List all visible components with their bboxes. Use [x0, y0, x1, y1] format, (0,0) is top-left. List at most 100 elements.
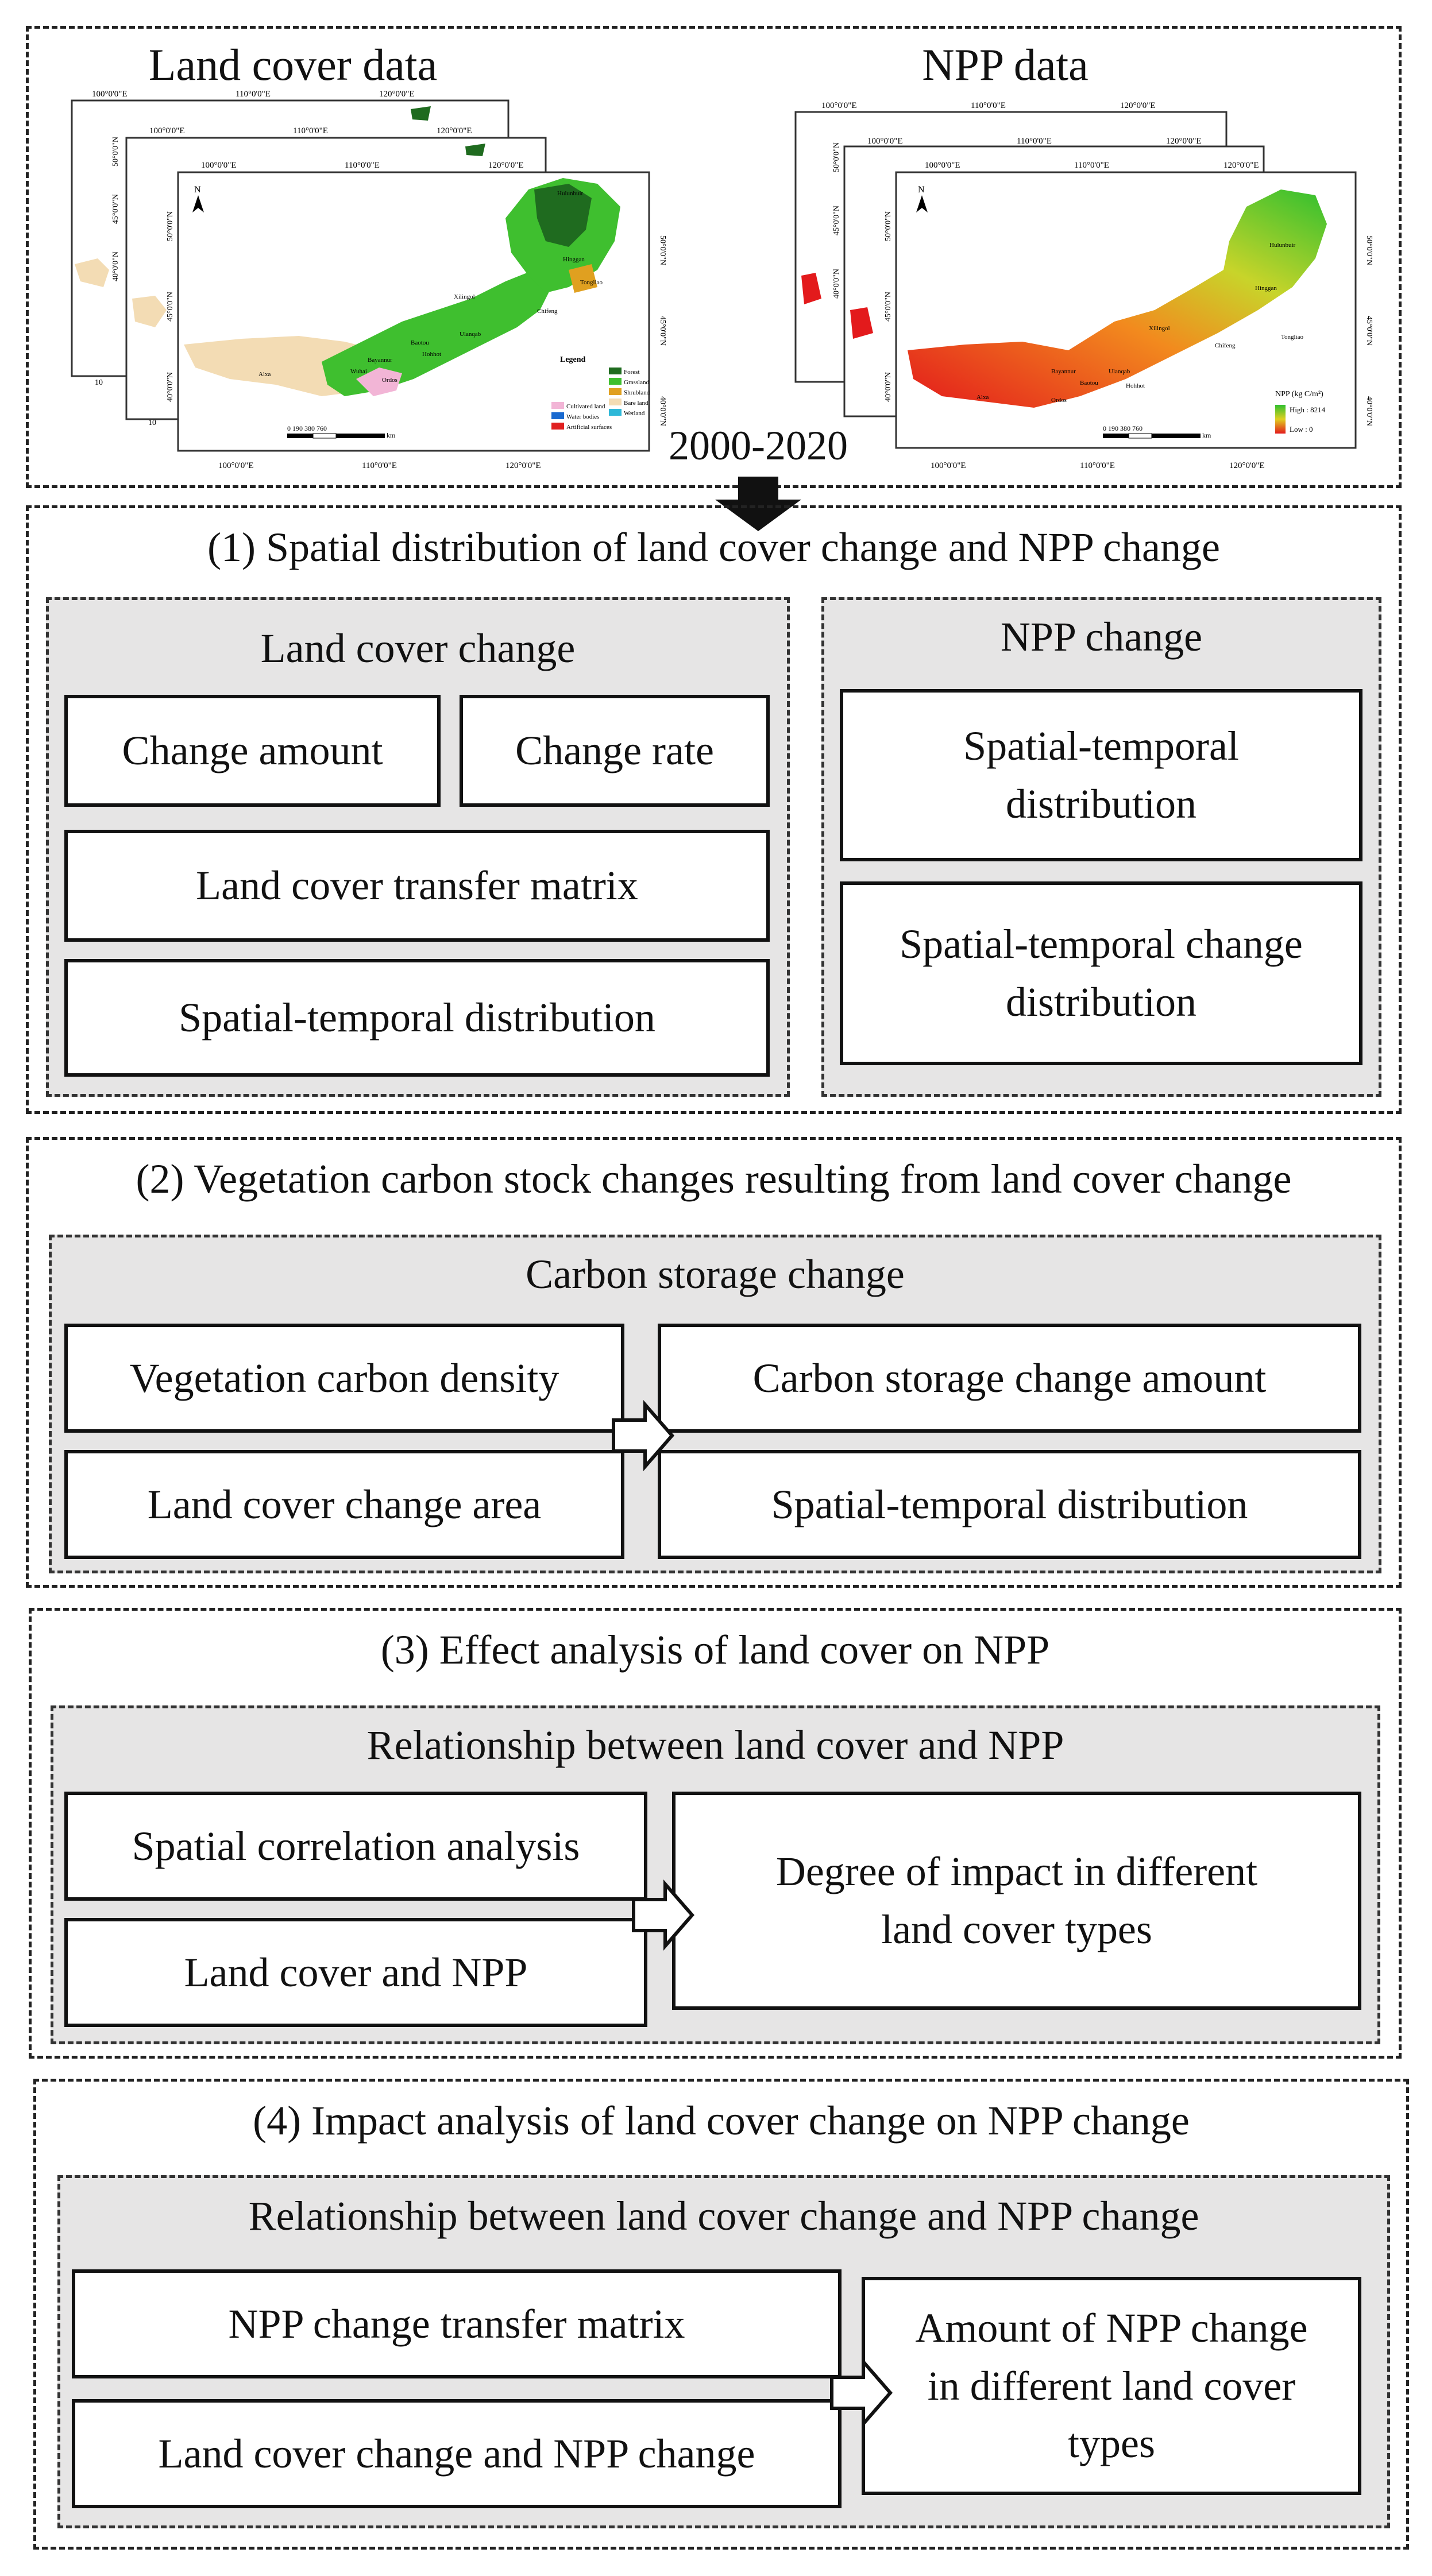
npp-spatial-temporal-change-distribution-box: Spatial-temporal change distribution [840, 881, 1362, 1065]
land-spatial-temporal-distribution-box: Spatial-temporal distribution [64, 959, 770, 1077]
lon-tick-label: 120°0'0"E [1120, 101, 1156, 110]
section4-title: (4) Impact analysis of land cover change… [253, 2098, 1190, 2144]
legend-swatch [609, 399, 622, 405]
lat-tick-label: 45°0'0"N [832, 206, 841, 235]
section3-title: (3) Effect analysis of land cover on NPP [380, 1627, 1050, 1673]
city-label: Hinggan [563, 256, 585, 263]
partial-text: 10 [95, 378, 103, 387]
lon-tick-label: 110°0'0"E [293, 126, 328, 136]
section1-title: (1) Spatial distribution of land cover c… [207, 524, 1220, 570]
lon-tick-label: 110°0'0"E [236, 90, 271, 99]
change-amount-box: Change amount [64, 695, 441, 807]
land-cover-forest [534, 184, 592, 247]
city-label: Xilingol [1149, 325, 1170, 332]
npp-change-transfer-matrix-box: NPP change transfer matrix [72, 2269, 842, 2378]
lat-tick-label: 40°0'0"N [884, 372, 893, 402]
down-arrow-icon [715, 477, 801, 531]
lat-tick-label: 45°0'0"N [1365, 316, 1373, 346]
degree-of-impact-box: Degree of impact in different land cover… [672, 1792, 1361, 2010]
legend-swatch [551, 402, 564, 409]
lat-tick-label: 40°0'0"N [658, 396, 667, 426]
carbon-storage-change-title: Carbon storage change [526, 1251, 905, 1297]
right-arrow-icon [632, 1879, 694, 1951]
scale-unit: km [1202, 431, 1211, 439]
scale-labels: 0 190 380 760 [287, 424, 327, 432]
npp-region [908, 189, 1327, 408]
city-label: Ordos [1051, 397, 1067, 404]
city-label: Ulanqab [1109, 368, 1130, 375]
lon-tick-label: 110°0'0"E [1074, 161, 1109, 170]
legend-label: Artificial surfaces [566, 424, 612, 431]
back-map-fragment [75, 258, 109, 287]
right-arrow-icon [612, 1399, 674, 1472]
legend-swatch [609, 378, 622, 385]
land-cover-shrub [569, 264, 597, 293]
city-label: Bayannur [1051, 368, 1076, 375]
right-arrow-icon [830, 2357, 893, 2429]
npp-map-stack: NPP (kg C/m²) High : 8214 Low : 0 100°0'… [794, 101, 1373, 470]
city-label: Xilingol [454, 293, 475, 300]
lat-tick-label: 45°0'0"N [658, 316, 667, 346]
npp-north-arrow: N [916, 185, 928, 212]
city-label: Hinggan [1255, 285, 1277, 292]
lon-tick-label: 110°0'0"E [971, 101, 1006, 110]
lon-tick-label: 100°0'0"E [201, 161, 237, 170]
lon-tick-label: 120°0'0"E [1166, 137, 1202, 146]
lon-tick-label: 100°0'0"E [149, 126, 185, 136]
lat-tick-label: 45°0'0"N [884, 292, 893, 322]
npp-back-fragment-2 [850, 307, 873, 339]
lon-tick-label: 110°0'0"E [1017, 137, 1052, 146]
lat-tick-label: 50°0'0"N [884, 211, 893, 241]
legend-label: Water bodies [566, 413, 599, 420]
city-label: Baotou [1080, 380, 1098, 386]
back-map-green-fragment-2 [465, 144, 485, 156]
npp-change-title: NPP change [1000, 614, 1203, 660]
scale-labels: 0 190 380 760 [1103, 424, 1142, 432]
npp-lat-ticks: 50°0'0"N 45°0'0"N 40°0'0"N 50°0'0"N 45°0'0"N… [832, 142, 1373, 439]
vegetation-carbon-density-box: Vegetation carbon density [64, 1324, 624, 1433]
land-cover-data-title: Land cover data [148, 40, 438, 90]
npp-legend-low: Low : 0 [1290, 425, 1313, 434]
legend-label: Cultivated land [566, 403, 605, 410]
partial-text: 10 [148, 419, 156, 427]
lon-tick-label: 120°0'0"E [488, 161, 524, 170]
carbon-spatial-temporal-distribution-box: Spatial-temporal distribution [658, 1450, 1361, 1559]
section2-frame [26, 1137, 1402, 1588]
lon-tick-label: 110°0'0"E [362, 461, 397, 470]
lat-tick-label: 45°0'0"N [166, 292, 175, 322]
city-label: Alxa [258, 371, 271, 378]
back-map-fragment-2 [132, 296, 167, 327]
lon-tick-label: 120°0'0"E [1229, 461, 1265, 470]
city-label: Tongliao [580, 279, 603, 286]
spatial-correlation-analysis-box: Spatial correlation analysis [64, 1792, 647, 1901]
city-label: Tongliao [1281, 334, 1303, 341]
legend-label: Wetland [624, 410, 645, 417]
lat-tick-label: 50°0'0"N [1365, 235, 1373, 265]
lon-tick-label: 100°0'0"E [931, 461, 966, 470]
land-cover-and-npp-box: Land cover and NPP [64, 1918, 647, 2027]
change-rate-box: Change rate [460, 695, 770, 807]
lat-tick-label: 50°0'0"N [832, 142, 841, 172]
lat-tick-label: 40°0'0"N [1365, 396, 1373, 426]
npp-legend-ramp [1275, 405, 1286, 434]
city-label: Alxa [976, 394, 989, 401]
section3-frame [29, 1608, 1402, 2059]
land-cover-transfer-matrix-box: Land cover transfer matrix [64, 830, 770, 942]
land-cover-change-title: Land cover change [260, 625, 576, 671]
city-label: Chifeng [537, 308, 558, 315]
land-cover-region-center [322, 270, 551, 396]
carbon-storage-change-amount-box: Carbon storage change amount [658, 1324, 1361, 1433]
section1-frame [26, 505, 1402, 1114]
lon-tick-label: 120°0'0"E [505, 461, 541, 470]
lat-tick-label: 40°0'0"N [832, 269, 841, 299]
legend-label: Forest [624, 369, 640, 376]
legend-swatch [609, 388, 622, 395]
land-scale-bar [287, 433, 385, 439]
section2-title: (2) Vegetation carbon stock changes resu… [136, 1156, 1292, 1202]
city-label: Ulanqab [460, 331, 481, 338]
lon-tick-label: 120°0'0"E [1223, 161, 1259, 170]
land-cover-change-area-box: Land cover change area [64, 1450, 624, 1559]
